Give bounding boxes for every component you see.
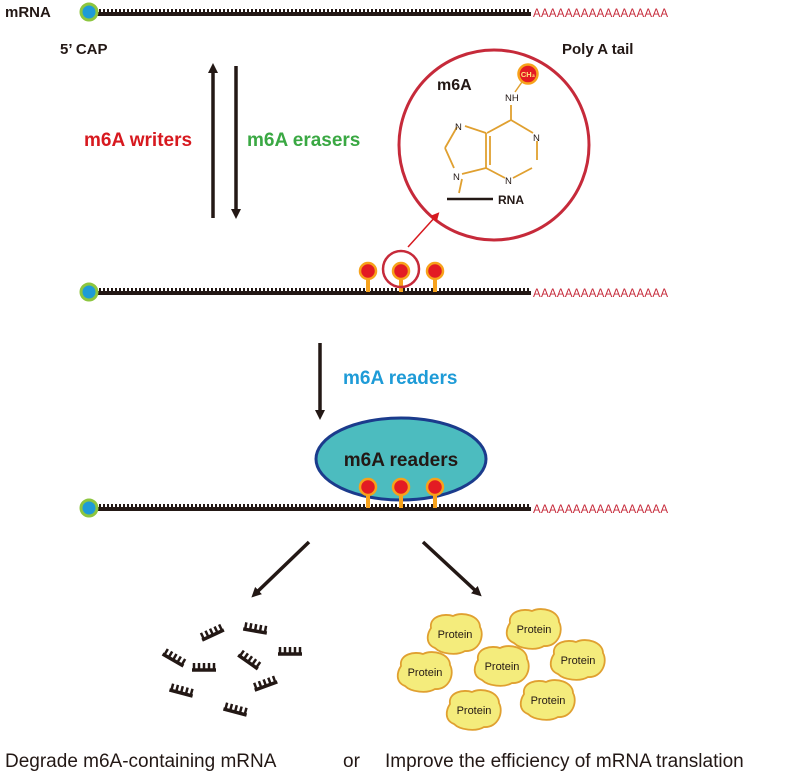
fragment-icon <box>199 623 225 642</box>
polya-sequence: AAAAAAAAAAAAAAAAA <box>533 8 668 20</box>
m6a-mark-icon <box>425 261 445 292</box>
fragment-icon <box>253 675 278 692</box>
protein-icon: Protein <box>426 613 483 655</box>
methyl-group-icon <box>517 63 539 85</box>
protein-icon: Protein <box>549 639 606 681</box>
degraded-mrna-fragments <box>161 622 302 717</box>
protein-icon: Protein <box>505 608 562 650</box>
callout-arrow <box>407 212 440 248</box>
fragment-icon <box>242 622 268 635</box>
fragment-icon <box>222 702 248 717</box>
mrna-label: mRNA <box>5 4 51 21</box>
fragment-icon <box>192 663 216 672</box>
highlight-circle <box>381 249 421 289</box>
n-atom-1: N <box>533 133 540 144</box>
cap-icon <box>79 282 99 302</box>
rna-label: RNA <box>498 193 524 207</box>
protein-icon: Protein <box>396 651 453 693</box>
translate-arrow <box>421 540 482 597</box>
degrade-arrow <box>251 540 311 598</box>
m6a-mark-icon <box>425 477 445 508</box>
protein-label: Protein <box>531 695 566 707</box>
improve-caption: Improve the efficiency of mRNA translati… <box>385 751 744 772</box>
protein-label: Protein <box>517 624 552 636</box>
protein-label: Protein <box>485 661 520 673</box>
degrade-caption: Degrade m6A-containing mRNA <box>5 751 277 772</box>
m6a-writers-label: m6A writers <box>84 130 192 151</box>
protein-label: Protein <box>438 629 473 641</box>
methyl-label: CH₃ <box>521 70 536 79</box>
protein-label: Protein <box>457 705 492 717</box>
protein-label: Protein <box>561 655 596 667</box>
fragment-icon <box>237 649 262 671</box>
protein-icon: Protein <box>519 679 576 721</box>
m6a-readers-protein-label: m6A readers <box>344 450 458 471</box>
cap-icon <box>79 498 99 518</box>
m6a-mark-icon <box>358 477 378 508</box>
m6a-mark-icon <box>391 477 411 508</box>
cap-icon <box>79 2 99 22</box>
polya-sequence: AAAAAAAAAAAAAAAAA <box>533 504 668 516</box>
purine-ring <box>444 105 538 194</box>
m6a-readers-label: m6A readers <box>343 368 457 389</box>
nh-label: NH <box>505 93 519 104</box>
polya-sequence: AAAAAAAAAAAAAAAAA <box>533 288 668 300</box>
fragment-icon <box>161 648 187 668</box>
inset-circle <box>397 48 591 242</box>
n-atom-3: N <box>505 176 512 187</box>
m6a-structure-inset: m6A CH₃ NH N N N N RNA <box>397 48 591 242</box>
protein-icon: Protein <box>445 689 502 731</box>
or-caption: or <box>343 751 361 772</box>
n-atom-7: N <box>455 122 462 133</box>
n-atom-9: N <box>453 172 460 183</box>
mrna-strand-middle: AAAAAAAAAAAAAAAAA <box>79 282 668 302</box>
cap-label: 5’ CAP <box>60 41 108 58</box>
methyl-bond <box>514 81 523 93</box>
fragment-icon <box>278 647 302 656</box>
protein-label: Protein <box>408 667 443 679</box>
inset-title: m6A <box>437 77 472 94</box>
m6a-erasers-label: m6A erasers <box>247 130 360 151</box>
mrna-strand-top: AAAAAAAAAAAAAAAAA <box>79 2 668 22</box>
polya-tail-label: Poly A tail <box>562 41 633 58</box>
protein-icon: Protein <box>473 645 530 687</box>
m6a-mark-icon <box>358 261 378 292</box>
m6a-marks-bottom <box>358 477 445 508</box>
mrna-strand-bottom: AAAAAAAAAAAAAAAAA <box>79 498 668 518</box>
m6a-mark-icon <box>391 261 411 292</box>
fragment-icon <box>168 683 194 698</box>
m6a-marks-middle <box>358 249 445 292</box>
